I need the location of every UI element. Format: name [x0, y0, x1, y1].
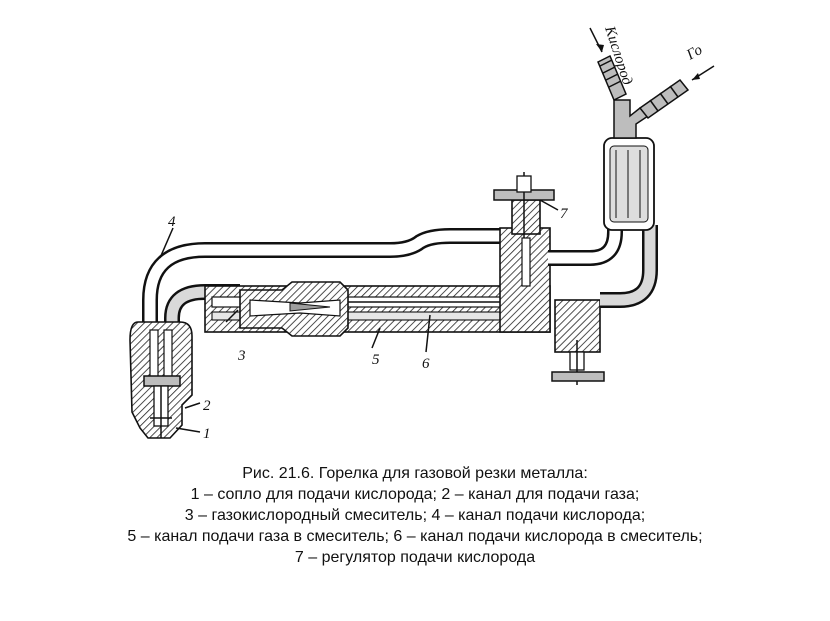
caption-line: 7 – регулятор подачи кислорода: [294, 549, 536, 566]
callout-3: 3: [237, 348, 246, 364]
torch-head: [129, 321, 193, 439]
lower-valve: [551, 299, 605, 385]
caption-line: 3 – газокислородный смеситель; 4 – канал…: [184, 507, 646, 524]
callout-4: 4: [168, 214, 176, 230]
callout-6: 6: [422, 356, 430, 372]
callout-leaders: [159, 199, 559, 433]
gas-inlet-nipple: [638, 78, 690, 120]
oxygen-channel-tube: [142, 228, 505, 330]
oxygen-inlet-arrow: [589, 27, 604, 53]
oxygen-inlet-nipple: [597, 54, 627, 102]
handle-tubes: [548, 225, 658, 308]
caption-line: 5 – канал подачи газа в смеситель; 6 – к…: [127, 528, 703, 545]
handle: [603, 99, 655, 231]
callout-1: 1: [203, 426, 211, 442]
caption-title: Рис. 21.6. Горелка для газовой резки мет…: [242, 465, 588, 482]
torch-diagram: Кислород Го 4 3 5 6 2 1 7: [129, 23, 715, 442]
caption-line: 1 – сопло для подачи кислорода; 2 – кана…: [190, 486, 640, 503]
mixer: [239, 281, 349, 337]
valve-block: [493, 172, 555, 333]
callout-5: 5: [372, 352, 380, 368]
figure-caption: Рис. 21.6. Горелка для газовой резки мет…: [0, 463, 830, 568]
callout-2: 2: [203, 398, 211, 414]
gas-inlet-arrow: [691, 65, 715, 81]
callout-7: 7: [560, 206, 569, 222]
gas-inlet-label: Го: [683, 42, 706, 64]
